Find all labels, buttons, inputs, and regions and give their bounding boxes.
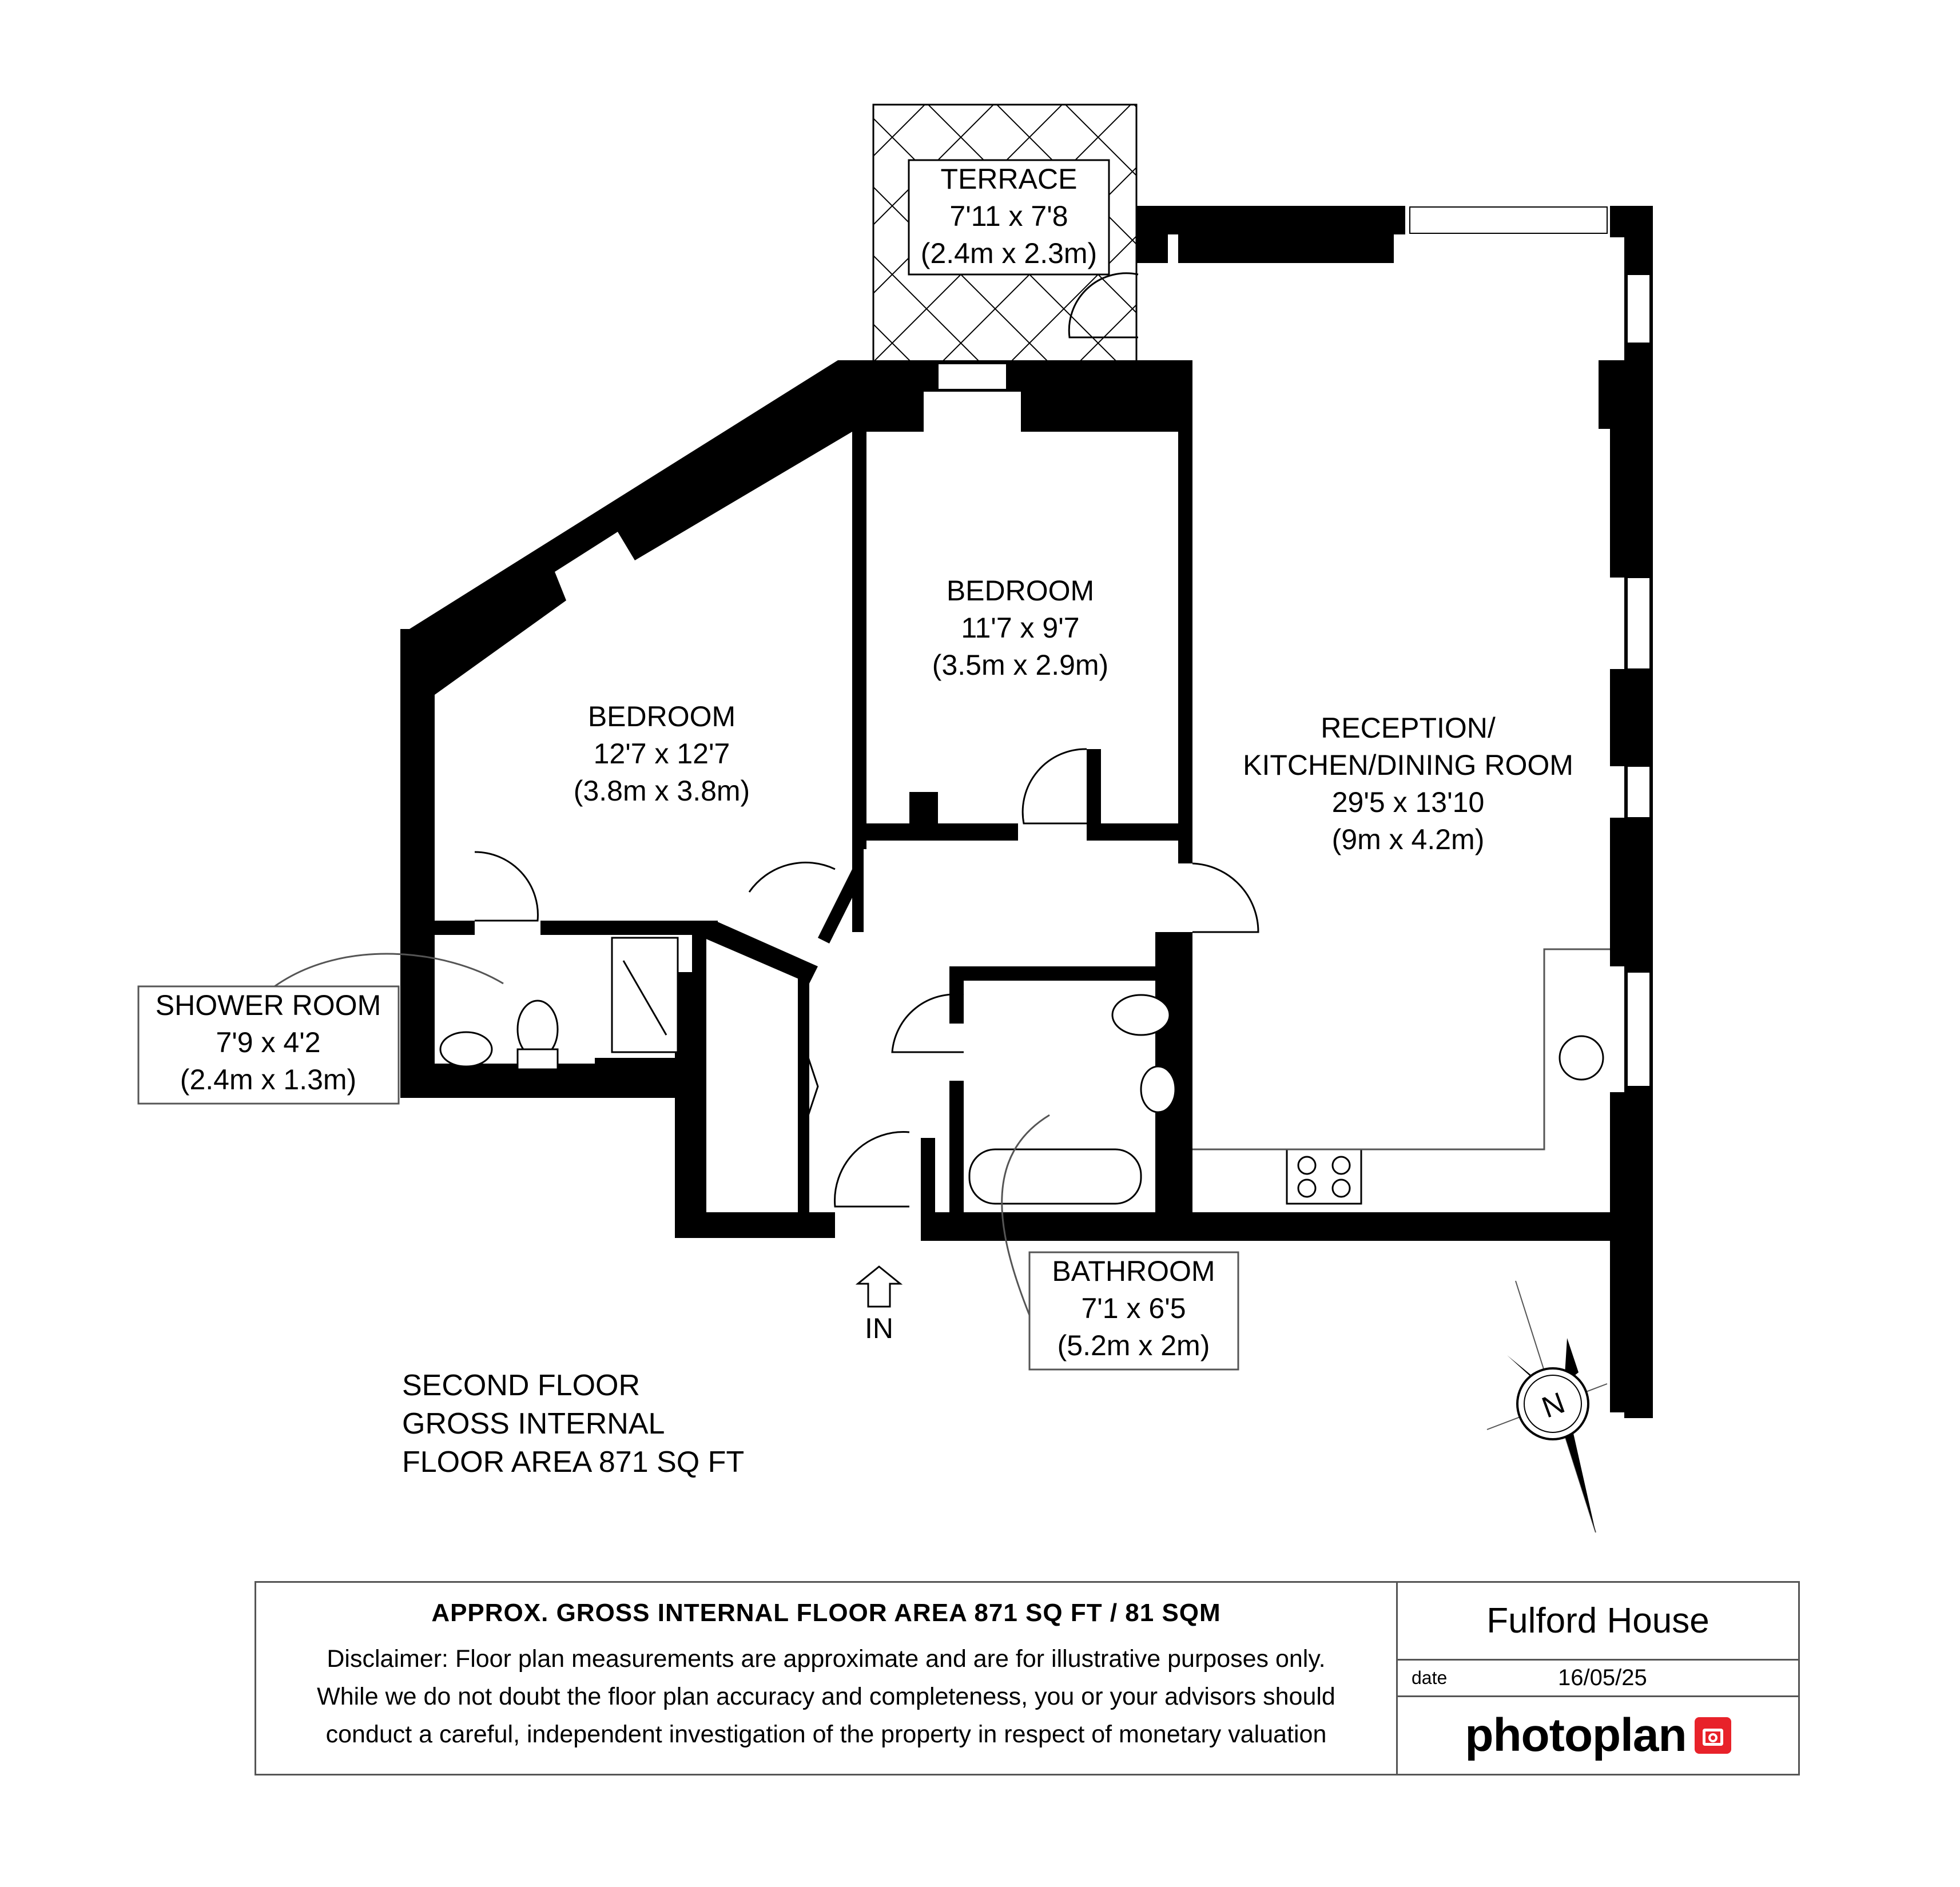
- windows: [937, 206, 1651, 1087]
- brand-row: photoplan: [1398, 1697, 1798, 1774]
- floor-area-info: SECOND FLOOR GROSS INTERNAL FLOOR AREA 8…: [402, 1369, 744, 1479]
- brand-name: photoplan: [1465, 1709, 1687, 1761]
- svg-text:GROSS INTERNAL: GROSS INTERNAL: [402, 1407, 665, 1440]
- svg-text:(5.2m x 2m): (5.2m x 2m): [1057, 1329, 1210, 1361]
- sink-icon: [439, 1031, 493, 1068]
- doors: [474, 272, 1259, 1208]
- bathroom-toilet-icon: [1111, 994, 1171, 1036]
- disclaimer-line: While we do not doubt the floor plan acc…: [317, 1683, 1335, 1710]
- svg-text:11'7 x 9'7: 11'7 x 9'7: [961, 612, 1079, 644]
- entrance-arrow-icon: [855, 1265, 903, 1308]
- svg-text:BEDROOM: BEDROOM: [588, 700, 736, 732]
- svg-text:RECEPTION/: RECEPTION/: [1321, 712, 1496, 744]
- kitchen-sink-icon: [1559, 1035, 1604, 1081]
- hob-ring-icon: [1297, 1156, 1317, 1175]
- svg-text:7'9 x 4'2: 7'9 x 4'2: [216, 1026, 320, 1058]
- kitchen-counter: [1192, 948, 1610, 1150]
- svg-text:7'11 x 7'8: 7'11 x 7'8: [949, 200, 1068, 232]
- footer-info-section: Fulford House date 16/05/25 photoplan: [1398, 1583, 1798, 1774]
- svg-text:(9m x 4.2m): (9m x 4.2m): [1332, 823, 1485, 855]
- hob-ring-icon: [1331, 1156, 1351, 1175]
- walls: [400, 206, 1653, 1418]
- disclaimer-line: Disclaimer: Floor plan measurements are …: [327, 1645, 1326, 1673]
- shower-room-label: SHOWER ROOM 7'9 x 4'2 (2.4m x 1.3m): [137, 953, 504, 1105]
- entrance-label: IN: [865, 1312, 893, 1344]
- terrace-area: [872, 103, 1138, 363]
- bedroom-2-label: BEDROOM 11'7 x 9'7 (3.5m x 2.9m): [932, 575, 1108, 681]
- disclaimer-line: conduct a careful, independent investiga…: [325, 1721, 1327, 1748]
- footer-disclaimer-section: APPROX. GROSS INTERNAL FLOOR AREA 871 SQ…: [256, 1583, 1398, 1774]
- bathroom-sink-icon: [1140, 1065, 1176, 1113]
- svg-text:(2.4m x 1.3m): (2.4m x 1.3m): [180, 1064, 356, 1096]
- svg-text:BATHROOM: BATHROOM: [1052, 1255, 1215, 1287]
- svg-text:(3.5m x 2.9m): (3.5m x 2.9m): [932, 649, 1108, 681]
- area-heading: APPROX. GROSS INTERNAL FLOOR AREA 871 SQ…: [431, 1599, 1221, 1627]
- svg-text:(2.4m x 2.3m): (2.4m x 2.3m): [921, 237, 1097, 269]
- svg-text:12'7 x 12'7: 12'7 x 12'7: [594, 738, 730, 770]
- compass-icon: N: [1486, 1280, 1608, 1533]
- svg-text:7'1 x 6'5: 7'1 x 6'5: [1081, 1292, 1186, 1324]
- date-value: 16/05/25: [1558, 1665, 1647, 1690]
- svg-text:29'5 x 13'10: 29'5 x 13'10: [1332, 786, 1485, 818]
- svg-text:(3.8m x 3.8m): (3.8m x 3.8m): [574, 775, 750, 807]
- toilet-cistern-icon: [516, 1048, 559, 1070]
- footer-panel: APPROX. GROSS INTERNAL FLOOR AREA 871 SQ…: [255, 1581, 1800, 1775]
- bathtub-icon: [968, 1148, 1142, 1205]
- shower-line-icon: [622, 960, 667, 1036]
- terrace-label: TERRACE 7'11 x 7'8 (2.4m x 2.3m): [921, 163, 1097, 269]
- fixtures: [439, 937, 1604, 1205]
- bathroom-label: BATHROOM 7'1 x 6'5 (5.2m x 2m): [1001, 1114, 1239, 1371]
- hob-ring-icon: [1297, 1179, 1317, 1198]
- date-row: date 16/05/25: [1398, 1661, 1798, 1697]
- svg-text:KITCHEN/DINING ROOM: KITCHEN/DINING ROOM: [1243, 749, 1573, 781]
- camera-icon: [1694, 1717, 1731, 1754]
- svg-text:FLOOR AREA 871 SQ FT: FLOOR AREA 871 SQ FT: [402, 1446, 744, 1479]
- hob-ring-icon: [1331, 1179, 1351, 1198]
- reception-label: RECEPTION/ KITCHEN/DINING ROOM 29'5 x 13…: [1243, 712, 1573, 855]
- shower-tray-icon: [611, 937, 679, 1053]
- svg-text:SHOWER ROOM: SHOWER ROOM: [156, 989, 381, 1021]
- hob-icon: [1286, 1148, 1362, 1205]
- property-name: Fulford House: [1398, 1583, 1798, 1661]
- bedroom-1-label: BEDROOM 12'7 x 12'7 (3.8m x 3.8m): [574, 700, 750, 807]
- date-label: date: [1412, 1667, 1448, 1688]
- svg-text:SECOND FLOOR: SECOND FLOOR: [402, 1369, 640, 1402]
- svg-text:TERRACE: TERRACE: [941, 163, 1078, 195]
- svg-text:BEDROOM: BEDROOM: [947, 575, 1094, 607]
